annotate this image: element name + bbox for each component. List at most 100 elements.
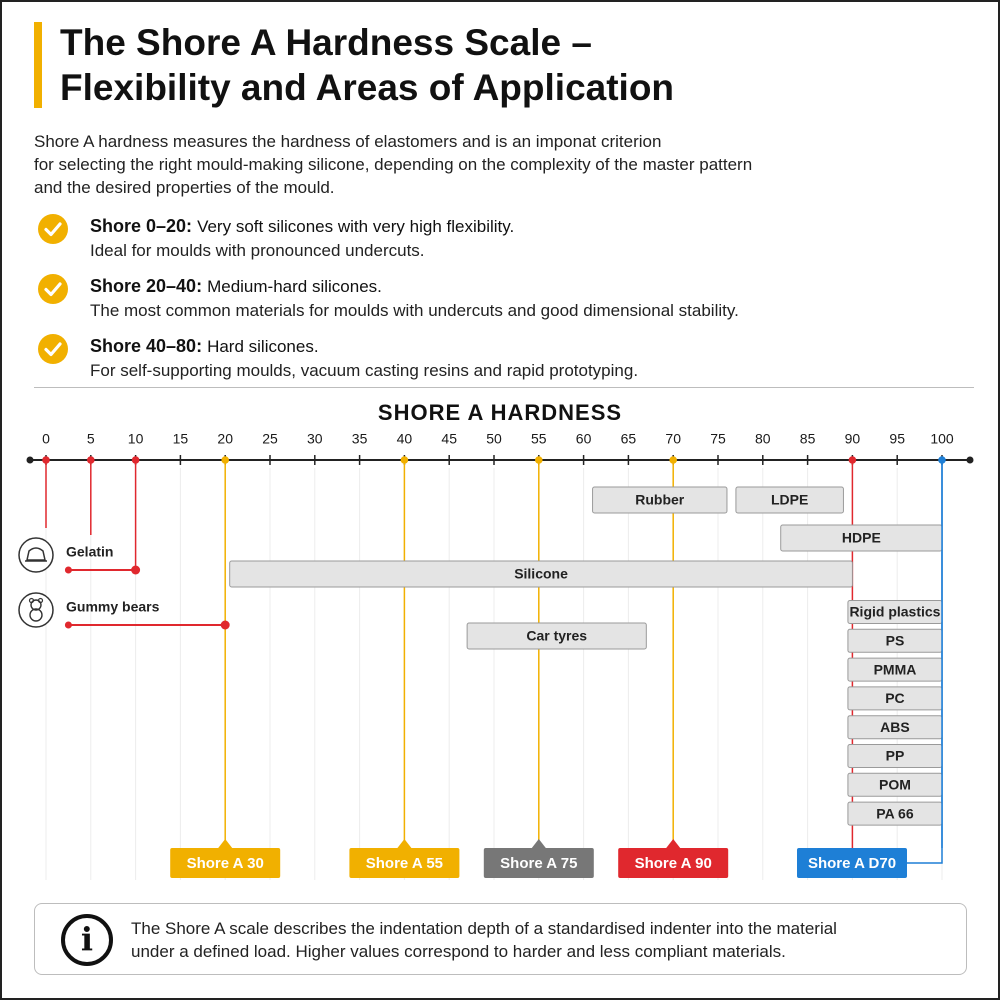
jelly-icon (18, 537, 54, 573)
axis-tick-label: 90 (845, 431, 861, 447)
axis-tick-label: 60 (576, 431, 592, 447)
food-range-end (220, 620, 230, 630)
guide-dot (221, 456, 229, 464)
guide-dot (848, 456, 857, 464)
info-box: i The Shore A scale describes the indent… (34, 903, 967, 975)
axis-tick-label: 80 (755, 431, 771, 447)
shore-marker-badge (483, 848, 594, 878)
material-label: ABS (880, 719, 910, 735)
food-item-label: Gelatin (66, 544, 113, 560)
material-label: PA 66 (876, 805, 914, 821)
bullet-title: Shore 0–20: Very soft silicones with ver… (90, 214, 514, 239)
shore-marker-label: Shore A 30 (187, 855, 264, 872)
guide-dot (535, 456, 543, 464)
bear-head (30, 599, 42, 611)
range-bar-label: LDPE (771, 492, 808, 508)
material-label: Rigid plastics (849, 604, 940, 620)
shore-marker-label: Shore A 90 (635, 855, 712, 872)
shore-marker-badge (797, 848, 907, 878)
bullet-desc-1: Very soft silicones with very high flexi… (197, 217, 515, 236)
marker-pointer (531, 839, 546, 848)
marker-pointer (666, 839, 681, 848)
range-bar (735, 486, 844, 514)
axis-tick-label: 100 (930, 431, 954, 447)
axis-tick-label: 45 (441, 431, 457, 447)
axis-tick-label: 35 (352, 431, 368, 447)
axis-tick-label: 40 (397, 431, 413, 447)
range-bar-label: Rubber (635, 492, 685, 508)
page-title: The Shore A Hardness Scale – Flexibility… (60, 20, 960, 110)
axis-tick-label: 10 (128, 431, 144, 447)
title-line-1: The Shore A Hardness Scale – (60, 22, 592, 63)
range-bar (592, 486, 728, 514)
marker-pointer (218, 839, 233, 848)
guide-dot (669, 456, 677, 464)
bullet-title: Shore 20–40: Medium-hard silicones. (90, 274, 382, 299)
bullet-desc-2: Ideal for moulds with pronounced undercu… (90, 241, 425, 260)
bullet-label: Shore 20–40: (90, 276, 203, 296)
axis-tick-label: 0 (42, 431, 50, 447)
check-icon (38, 334, 68, 364)
bullet-desc-2: The most common materials for moulds wit… (90, 301, 739, 320)
chart-title: SHORE A HARDNESS (377, 400, 623, 425)
axis-tick-label: 95 (889, 431, 905, 447)
shore-marker-badge (170, 848, 281, 878)
check-icon (38, 214, 68, 244)
bear-ear (28, 597, 35, 604)
marker-connector (907, 460, 943, 864)
title-accent-bar (34, 22, 42, 108)
guide-dot (400, 456, 409, 464)
axis-end-dot (966, 456, 974, 464)
material-label: PC (885, 690, 904, 706)
shore-marker-badge (349, 848, 460, 878)
info-line-1: The Shore A scale describes the indentat… (131, 919, 837, 938)
material-label: PP (886, 748, 905, 764)
food-range-end (131, 565, 141, 575)
guide-dot (42, 456, 50, 464)
bullet-title: Shore 40–80: Hard silicones. (90, 334, 319, 359)
bullet-item: Shore 0–20: Very soft silicones with ver… (38, 212, 978, 272)
shore-marker-label: Shore A 55 (366, 855, 443, 872)
info-line-2: under a defined load. Higher values corr… (131, 942, 786, 961)
info-icon: i (61, 914, 113, 966)
shore-marker-label: Shore A D70 (808, 855, 896, 872)
axis-tick-label: 20 (217, 431, 233, 447)
material-label: PMMA (874, 661, 917, 677)
bullet-desc-2: For self-supporting moulds, vacuum casti… (90, 361, 639, 380)
guide-dot (131, 456, 140, 464)
range-bar-label: HDPE (842, 530, 881, 546)
material-label: PS (886, 633, 905, 649)
food-range-start (64, 621, 72, 629)
bullet-item: Shore 20–40: Medium-hard silicones. The … (38, 272, 978, 332)
intro-paragraph: Shore A hardness measures the hardness o… (34, 130, 974, 199)
section-divider (34, 387, 974, 388)
bear-ear (37, 597, 44, 604)
bear-body (29, 608, 43, 622)
intro-line-1: Shore A hardness measures the hardness o… (34, 132, 662, 151)
range-bar-label: Car tyres (526, 628, 587, 644)
material-label: POM (879, 777, 911, 793)
shore-marker-badge (618, 848, 729, 878)
axis-tick-label: 25 (262, 431, 278, 447)
bullet-label: Shore 40–80: (90, 336, 203, 356)
check-icon (38, 274, 68, 304)
axis-tick-label: 85 (800, 431, 816, 447)
axis-tick-label: 30 (307, 431, 323, 447)
axis-tick-label: 50 (486, 431, 502, 447)
axis-tick-label: 15 (173, 431, 189, 447)
bullet-label: Shore 0–20: (90, 216, 193, 236)
range-bar-label: Silicone (514, 566, 568, 582)
food-item-label: Gummy bears (66, 599, 160, 615)
axis-end-dot (26, 456, 34, 464)
axis-tick-label: 5 (87, 431, 95, 447)
axis-tick-label: 65 (621, 431, 637, 447)
axis-tick-label: 70 (665, 431, 681, 447)
range-bar (466, 622, 647, 650)
bullet-item: Shore 40–80: Hard silicones. For self-su… (38, 332, 978, 392)
axis-tick-label: 75 (710, 431, 726, 447)
range-bar (229, 560, 853, 588)
bullet-desc-1: Hard silicones. (207, 337, 319, 356)
shore-marker-label: Shore A 75 (500, 855, 577, 872)
marker-pointer (397, 839, 412, 848)
